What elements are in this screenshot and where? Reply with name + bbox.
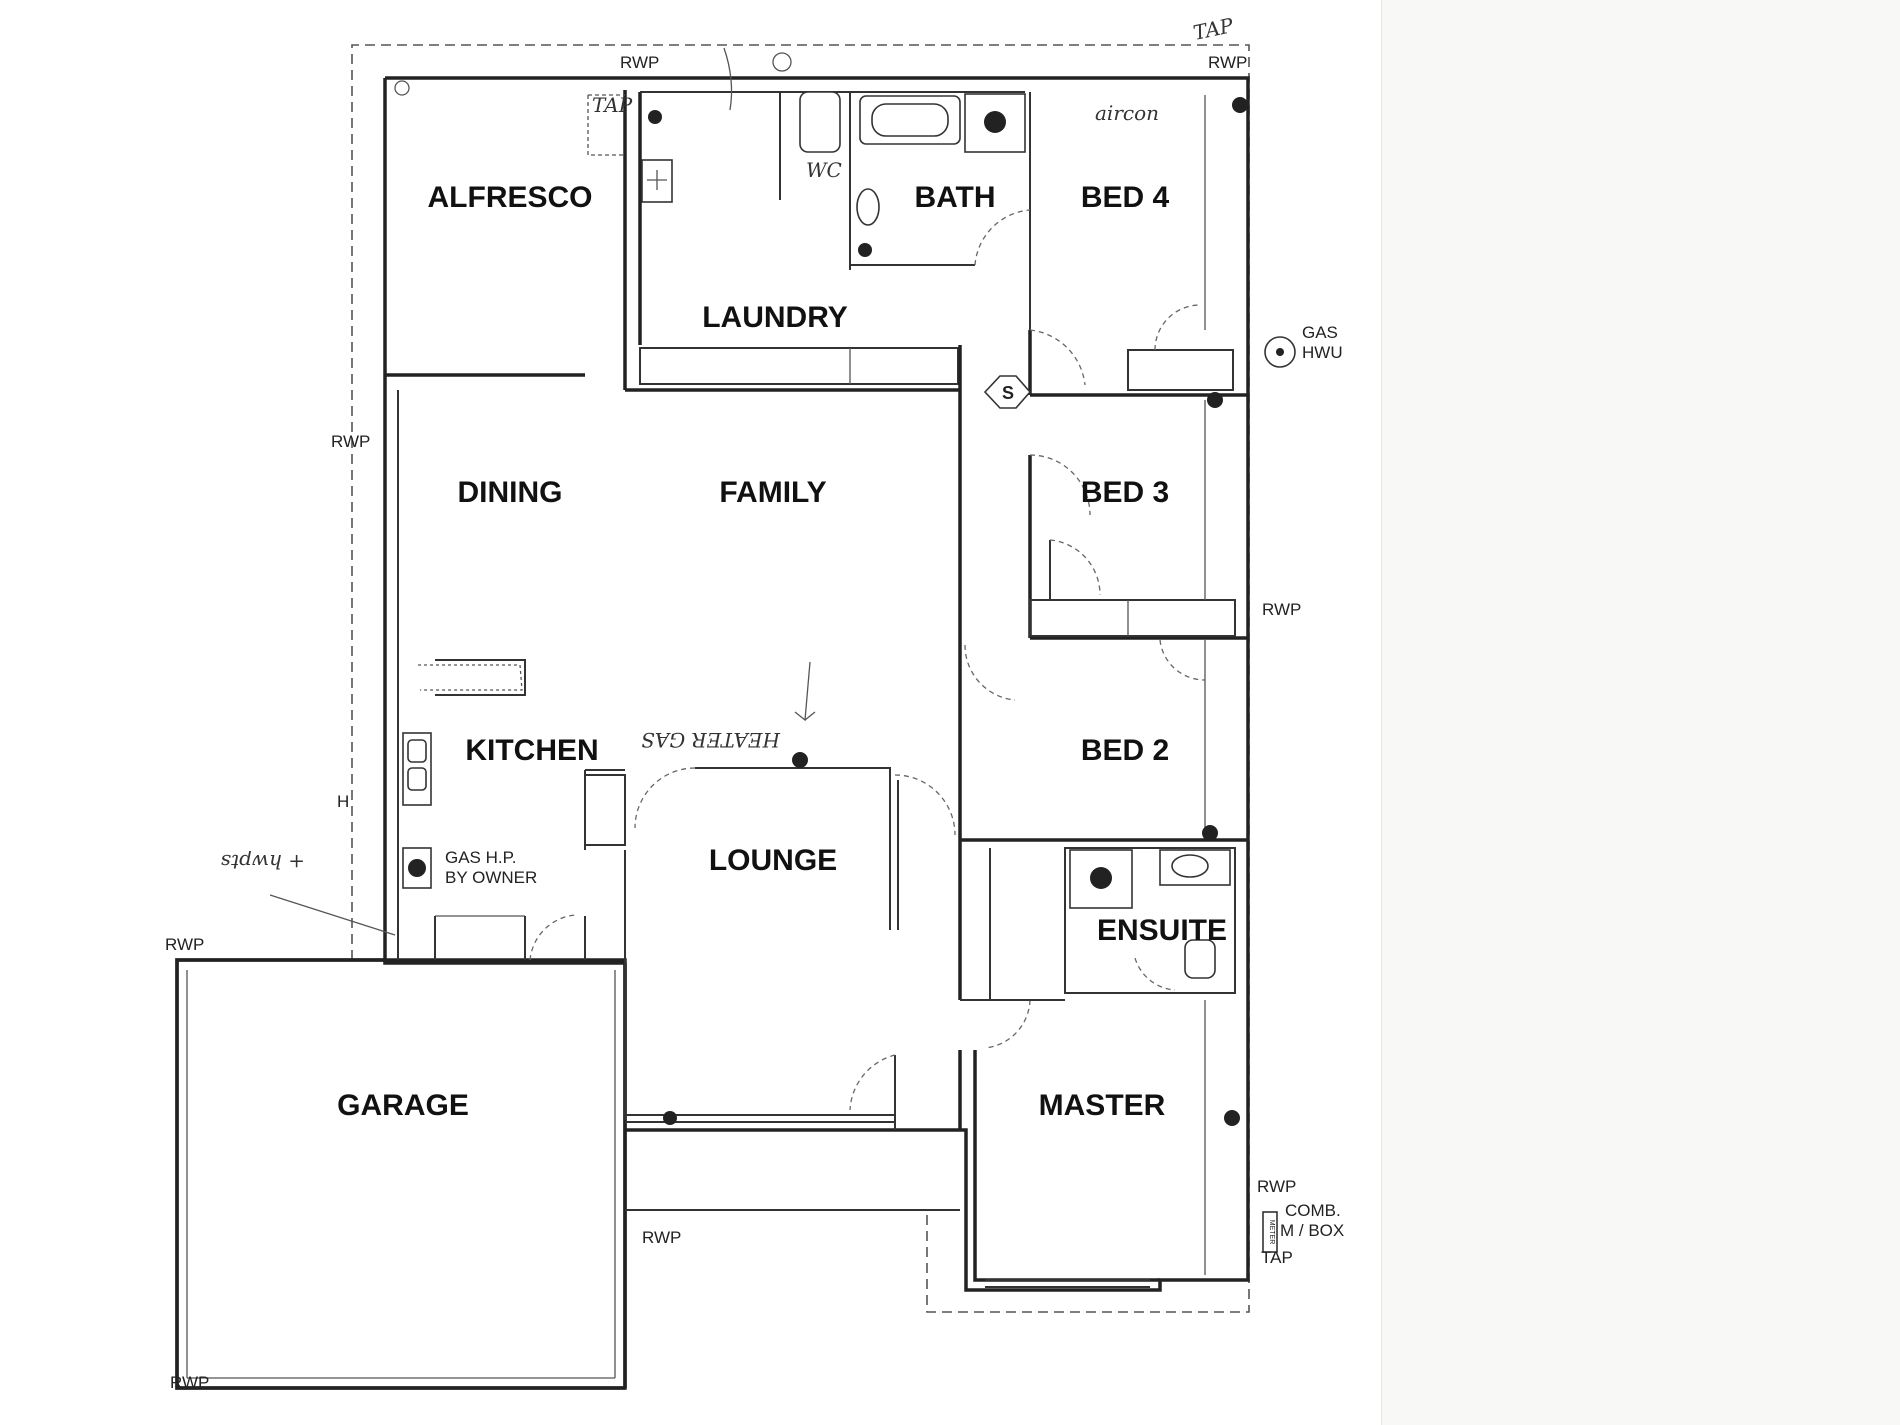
rwp-label: RWP: [165, 935, 204, 954]
rwp-label: RWP: [1208, 53, 1247, 72]
floor-plan-sheet: [0, 0, 1381, 1425]
bathtub-basin: [871, 103, 949, 137]
light-icon: [1207, 392, 1223, 408]
room-label-lounge: LOUNGE: [709, 844, 837, 877]
light-icon: [1232, 97, 1248, 113]
room-label-bed4: BED 4: [1081, 181, 1170, 214]
shower-drain-icon: [1090, 867, 1112, 889]
door-swing: [529, 914, 576, 961]
master-wall: [973, 1050, 1160, 1282]
door-swing: [964, 644, 1016, 701]
room-label-bath: BATH: [914, 181, 995, 214]
door-swing: [984, 999, 1031, 1049]
downpipe-icon: [394, 80, 410, 96]
handwritten-bench: [418, 664, 523, 691]
m-box-label: M / BOX: [1280, 1221, 1344, 1240]
rwp-label: RWP: [331, 432, 370, 451]
toilet-icon: [1184, 939, 1216, 979]
basin-icon: [856, 188, 880, 226]
handwritten-tap-box: [587, 94, 625, 156]
shower-drain-icon: [984, 111, 1006, 133]
room-label-ensuite: ENSUITE: [1097, 914, 1227, 947]
door-swing: [1049, 539, 1101, 596]
ensuite-walls: [1064, 847, 1236, 994]
sink-bowl: [407, 767, 427, 791]
handwritten-notes-left: + hwpts: [221, 850, 305, 874]
gas-hp-label: GAS H.P.: [445, 848, 517, 867]
light-icon: [792, 752, 808, 768]
gas-hwu-center: [1276, 348, 1284, 356]
smoke-detector-label: S: [1002, 383, 1014, 403]
eave-line: [351, 44, 1250, 1313]
basin-icon: [1171, 854, 1209, 878]
tap-icon: [772, 52, 792, 72]
handwritten-heater-gas: HEATER GAS: [641, 728, 781, 752]
room-label-dining: DINING: [458, 476, 563, 509]
page-margin: [1381, 0, 1900, 1425]
handwritten-tap: TAP: [1191, 13, 1236, 45]
toilet-icon: [799, 91, 841, 153]
room-label-master: MASTER: [1039, 1089, 1166, 1122]
meter-box-icon: [1262, 1211, 1278, 1253]
rwp-label: RWP: [170, 1373, 209, 1392]
handwritten-aircon: aircon: [1095, 101, 1159, 125]
door-swing: [634, 767, 696, 829]
smoke-detector-icon: [983, 375, 1032, 409]
gas-label: GAS: [1302, 323, 1338, 342]
garage-walls: [175, 958, 627, 1390]
handwritten-arrow: [269, 894, 396, 936]
light-icon: [663, 1111, 677, 1125]
room-label-alfresco: ALFRESCO: [428, 181, 593, 214]
burner-icon: [408, 859, 426, 877]
room-label-laundry: LAUNDRY: [702, 301, 848, 334]
handwritten-arrow: [794, 661, 816, 722]
island-bench: [435, 659, 526, 696]
robe-bed3: [1029, 599, 1236, 637]
room-label-kitchen: KITCHEN: [465, 734, 598, 767]
h-label: H: [337, 792, 349, 811]
robe-bed4: [1127, 349, 1234, 391]
door-swing: [1029, 454, 1091, 516]
tap-label: TAP: [1261, 1248, 1293, 1267]
hwu-label: HWU: [1302, 343, 1343, 362]
handwritten-tap-alfresco: TAP: [592, 93, 633, 117]
pantry-icon: [584, 774, 626, 846]
door-swing: [894, 774, 956, 836]
by-owner-label: BY OWNER: [445, 868, 537, 887]
door-swing: [1134, 957, 1176, 991]
door-swing: [974, 209, 1031, 266]
light-icon: [1202, 825, 1218, 841]
room-label-garage: GARAGE: [337, 1089, 469, 1122]
sink-bowl: [407, 739, 427, 763]
light-icon: [648, 110, 662, 124]
kitchen-wall: [434, 916, 526, 960]
door-swing: [849, 1054, 896, 1111]
rwp-label: RWP: [1257, 1177, 1296, 1196]
lounge-wall: [695, 767, 891, 930]
light-icon: [1224, 1110, 1240, 1126]
handwritten-arc: [723, 47, 733, 111]
light-icon: [858, 243, 872, 257]
door-swing: [1154, 304, 1201, 351]
meter-label: METER: [1268, 1220, 1275, 1245]
door-swing: [1159, 639, 1206, 681]
rwp-label: RWP: [642, 1228, 681, 1247]
room-label-bed2: BED 2: [1081, 734, 1169, 767]
room-label-bed3: BED 3: [1081, 476, 1169, 509]
handwritten-wc: WC: [806, 158, 842, 182]
rwp-label: RWP: [620, 53, 659, 72]
door-swing: [1029, 329, 1086, 386]
comb-label: COMB.: [1285, 1201, 1341, 1220]
rwp-label: RWP: [1262, 600, 1301, 619]
laundry-bench: [639, 347, 959, 385]
room-label-family: FAMILY: [719, 476, 826, 509]
